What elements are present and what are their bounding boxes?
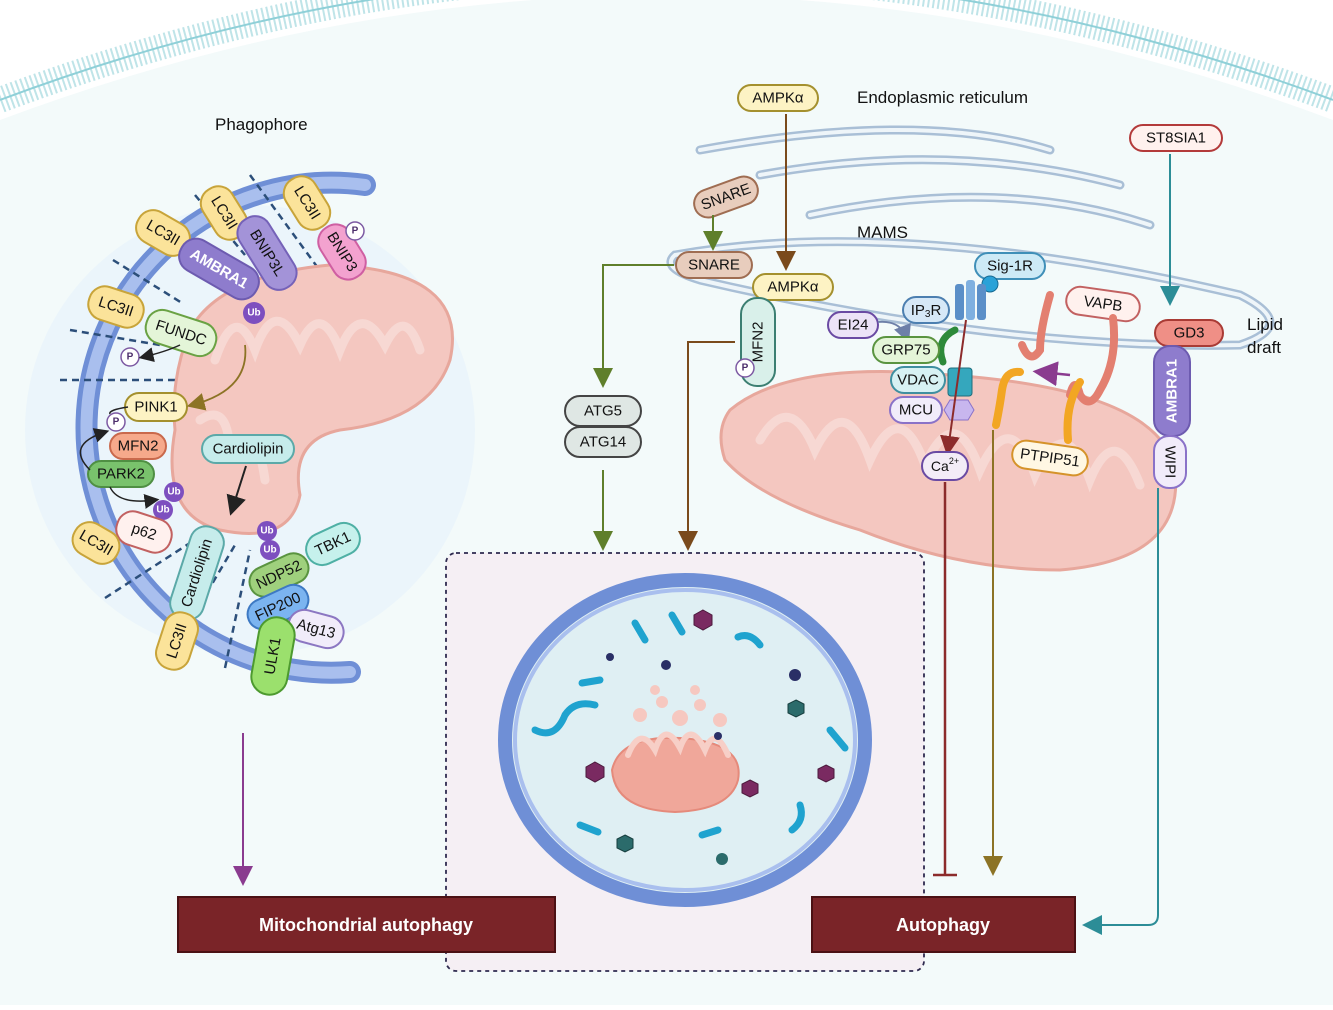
mfn2-label-phagophore: MFN2 [118, 438, 159, 455]
lipid-draft-label-2: draft [1247, 338, 1281, 357]
lc3-ambra1-complex: LC3II AMBRA1 Ub [135, 209, 265, 324]
phospho-label-fundc: P [127, 352, 134, 363]
vapb-label: VAPB [1083, 293, 1124, 315]
autophagy-box [811, 896, 1076, 953]
mfn2-label-mams: MFN2 [750, 322, 767, 363]
p62-label: p62 [129, 520, 158, 544]
wipi-label: WIPI [1162, 446, 1179, 479]
autophagy-label: Autophagy [896, 915, 990, 935]
er-cisternae-lumen [668, 128, 1272, 348]
ip3r-channel [955, 280, 986, 320]
ip3r-label-main: IP [911, 302, 925, 319]
autolysosome-inner [513, 588, 857, 892]
lysosomal-fragments [531, 611, 849, 839]
ptpip51-shape-2 [992, 367, 1024, 429]
ub-label-p62-1: Ub [167, 487, 180, 498]
calcium-label-main: Ca [931, 458, 949, 474]
ulk1-complex: Ub Ub TBK1 NDP52 FIP200 Atg13 ULK1 [246, 521, 361, 696]
phospho-badge-mfn2-mams [735, 358, 755, 378]
vdac-channel [947, 367, 973, 397]
phospho-label-mfn2: P [113, 417, 120, 428]
st8sia1-label: ST8SIA1 [1146, 130, 1206, 147]
ub-badge-p62-1 [164, 482, 184, 502]
inhibition-ca-autophagy [933, 482, 957, 877]
lipid-draft-label-1: Lipid [1247, 315, 1283, 334]
mito-debris [633, 685, 727, 727]
ampk-label-mams: AMPKα [767, 279, 819, 296]
ub-label-p62-2: Ub [156, 505, 169, 516]
ub-badge-ambra1 [243, 302, 265, 324]
ptpip51-shape [1063, 378, 1084, 444]
er-label: Endoplasmic reticulum [857, 88, 1028, 107]
mcu-channel [943, 399, 975, 421]
ip3r-label: IP3R [911, 302, 942, 320]
ub-label-ndp52-2: Ub [263, 545, 276, 556]
ulk1-label: ULK1 [261, 636, 284, 676]
phospho-label-bnip3: P [352, 226, 359, 237]
ei24-label: EI24 [838, 317, 869, 334]
lysosomal-particles [585, 609, 835, 865]
cardiolipin-label-mito: Cardiolipin [213, 441, 284, 458]
ampk-label-top: AMPKα [752, 90, 804, 107]
vapb-shape-2 [1018, 291, 1054, 361]
plasma-membrane-line [0, 0, 1333, 101]
arrow-ca-flux [940, 319, 967, 456]
park2-label: PARK2 [97, 466, 145, 483]
lc3-fundc-complex: LC3II FUNDC P [87, 285, 218, 367]
ip3r-label-tail: R [930, 302, 941, 319]
phagophore-label: Phagophore [215, 115, 308, 134]
phagophore-membrane-inner [80, 176, 371, 679]
lc3-bnip3-complex: LC3II BNIP3 P [282, 175, 367, 281]
atg5-label: ATG5 [584, 403, 622, 420]
mitochondrial-autophagy-box [177, 896, 556, 953]
gd3-label: GD3 [1174, 325, 1205, 342]
calcium-label-sup: 2+ [949, 456, 959, 466]
lc3-bnip3l-complex: LC3II BNIP3L [199, 185, 298, 291]
arrow-wipi-to-autophagy [1082, 488, 1159, 935]
pink1-park2-pathway: PINK1 P MFN2 PARK2 Ub Ub p62 LC3II [71, 344, 247, 565]
arrow-vapb-ptpip51 [1032, 361, 1071, 387]
cardiolipin-pathway: Cardiolipin Cardiolipin LC3II [155, 434, 295, 671]
pink1-label: PINK1 [134, 399, 177, 416]
snare-label-mams: SNARE [688, 257, 740, 274]
phospho-label-mfn2-mams: P [742, 363, 749, 374]
phospho-badge-mfn2 [106, 412, 126, 432]
mcu-label: MCU [899, 402, 933, 419]
mams-label: MAMS [857, 223, 908, 242]
vdac-label: VDAC [897, 372, 939, 389]
mitochondrial-autophagy-label: Mitochondrial autophagy [259, 915, 473, 935]
ub-badge-p62-2 [153, 500, 173, 520]
arrow-snare-to-atg [593, 264, 674, 388]
arrow-mfn2-to-autophagy [678, 341, 735, 551]
ip3r-label-sub: 3 [925, 309, 931, 320]
atg14-label: ATG14 [580, 434, 626, 451]
ub-badge-ndp52-2 [260, 540, 280, 560]
calcium-label: Ca2+ [931, 456, 959, 474]
grp75-label: GRP75 [881, 342, 930, 359]
ub-label-ndp52-1: Ub [260, 526, 273, 537]
degrading-cristae [625, 731, 731, 758]
phospho-badge-bnip3 [345, 221, 365, 241]
mito-cristae-phagophore [210, 316, 425, 365]
grp75-shape [937, 326, 959, 366]
sig1r-label: Sig-1R [987, 258, 1033, 275]
ub-badge-ndp52-1 [257, 521, 277, 541]
ub-label-ambra1: Ub [247, 308, 260, 319]
ambra1-label-raft: AMBRA1 [1164, 359, 1181, 423]
